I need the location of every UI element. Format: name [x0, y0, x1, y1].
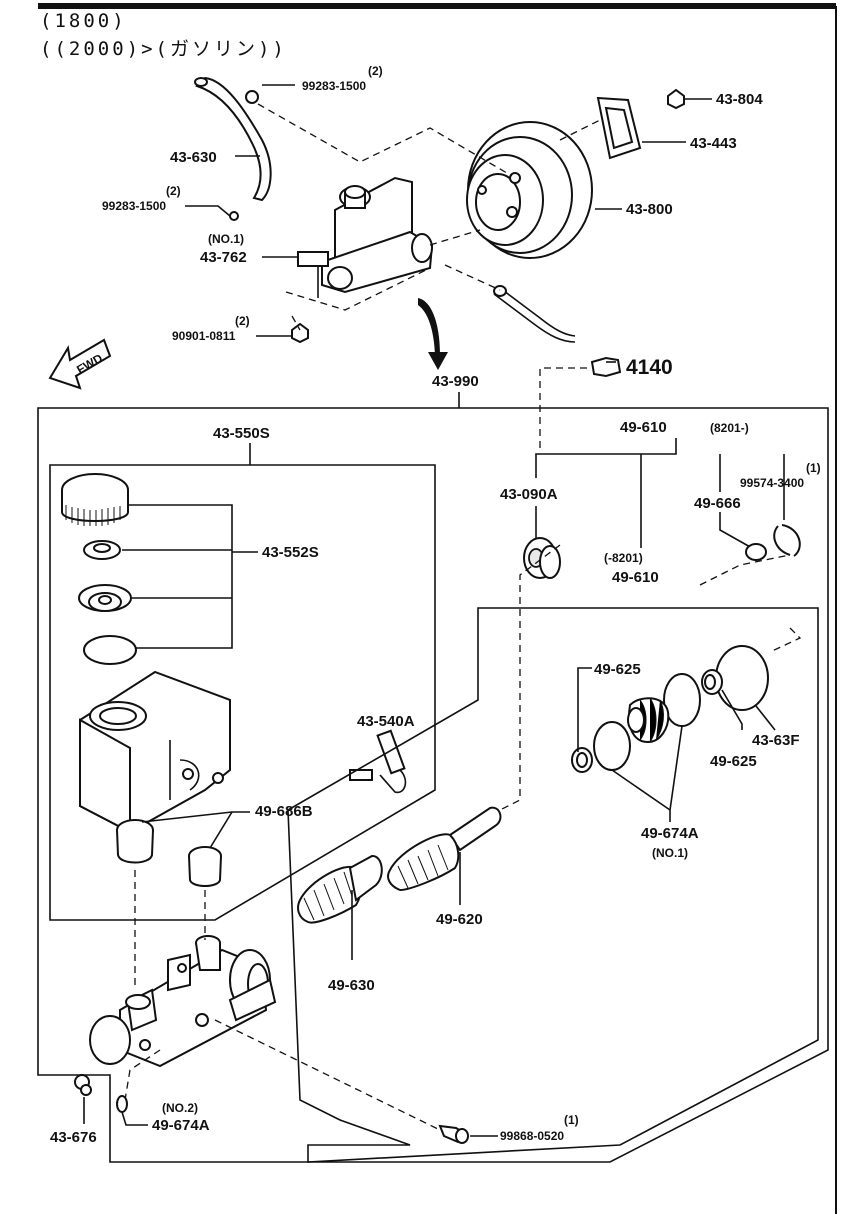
cap-seal-drawing	[83, 540, 121, 560]
qty-99574: (1)	[806, 461, 821, 475]
qty-99868: (1)	[564, 1113, 579, 1127]
level-sensor-drawing	[349, 729, 407, 794]
kit-frame	[37, 407, 829, 1163]
part-49-686B: 49-686B	[255, 803, 313, 820]
grommet-drawing	[116, 819, 222, 887]
screw-icon	[438, 1124, 469, 1144]
strainer-drawing	[78, 584, 132, 612]
master-cylinder-body-drawing	[89, 935, 277, 1068]
part-43-443: 43-443	[690, 135, 737, 152]
part-49-674A: 49-674A	[641, 825, 699, 842]
part-43-676: 43-676	[50, 1129, 97, 1146]
snap-ring-drawing	[773, 524, 801, 557]
note-no2: (NO.2)	[162, 1101, 198, 1115]
master-cylinder-assembly-drawing	[297, 176, 434, 298]
note-no1: (NO.1)	[208, 232, 244, 246]
assembly-arrow	[418, 298, 440, 355]
reservoir-kit-frame	[49, 464, 436, 921]
part-99868-0520: 99868-0520	[500, 1129, 564, 1143]
header-variant-line: ((2000)>(ガソリン))	[40, 38, 287, 60]
bleeder-screw-icon	[74, 1074, 92, 1096]
part-49-625-b: 49-625	[710, 753, 757, 770]
washer-drawing	[745, 543, 767, 561]
secondary-piston-drawing	[297, 855, 383, 924]
part-43-804: 43-804	[716, 91, 763, 108]
reservoir-oring	[83, 635, 137, 665]
part-90901-0811: 90901-0811	[172, 329, 236, 343]
header-model-line: (1800)	[40, 10, 127, 32]
hand-pointer-icon	[590, 356, 622, 378]
qty-90901: (2)	[235, 314, 250, 328]
part-49-630-bottom: 49-630	[328, 977, 375, 994]
part-49-666: 49-666	[694, 495, 741, 512]
leader-dash	[257, 103, 513, 177]
brake-booster-drawing	[466, 121, 593, 259]
part-43-990: 43-990	[432, 373, 479, 390]
vacuum-hose-drawing	[194, 76, 272, 202]
part-43-630-top: 43-630	[170, 149, 217, 166]
primary-piston-drawing	[387, 806, 502, 892]
range-8201-after: (8201-)	[710, 421, 749, 435]
reservoir-cap-drawing	[61, 473, 129, 526]
part-49-674A-b: 49-674A	[152, 1117, 210, 1134]
qty-99283-a: (2)	[368, 64, 383, 78]
part-43-800: 43-800	[626, 201, 673, 218]
vacuum-line	[499, 287, 576, 337]
fwd-arrow-icon: FWD	[48, 338, 112, 390]
part-43-550S: 43-550S	[213, 425, 270, 442]
part-99574-3400: 99574-3400	[740, 476, 804, 490]
nut-icon	[291, 88, 685, 344]
part-99283-1500-a: 99283-1500	[302, 79, 366, 93]
reservoir-body-drawing	[79, 670, 231, 839]
note-49-674A: (NO.1)	[652, 846, 688, 860]
booster-gasket-drawing	[596, 96, 642, 160]
part-49-625-a: 49-625	[594, 661, 641, 678]
part-49-620: 49-620	[436, 911, 483, 928]
part-43-762: 43-762	[200, 249, 247, 266]
range-8201-before: (-8201)	[604, 551, 643, 565]
part-43-552S: 43-552S	[262, 544, 319, 561]
part-49-610-top: 49-610	[620, 419, 667, 436]
part-99283-1500-b: 99283-1500	[102, 199, 166, 213]
part-43-63F: 43-63F	[752, 732, 800, 749]
oring-no2-drawing	[116, 1095, 128, 1113]
part-49-610-mid: 49-610	[612, 569, 659, 586]
ref-4140: 4140	[626, 356, 673, 379]
qty-99283-b: (2)	[166, 184, 181, 198]
push-rod-seal-drawing	[523, 537, 561, 579]
part-43-090A: 43-090A	[500, 486, 558, 503]
piston-kit-frame	[287, 607, 819, 1163]
part-43-540A: 43-540A	[357, 713, 415, 730]
piston-seals-drawing	[571, 645, 769, 773]
